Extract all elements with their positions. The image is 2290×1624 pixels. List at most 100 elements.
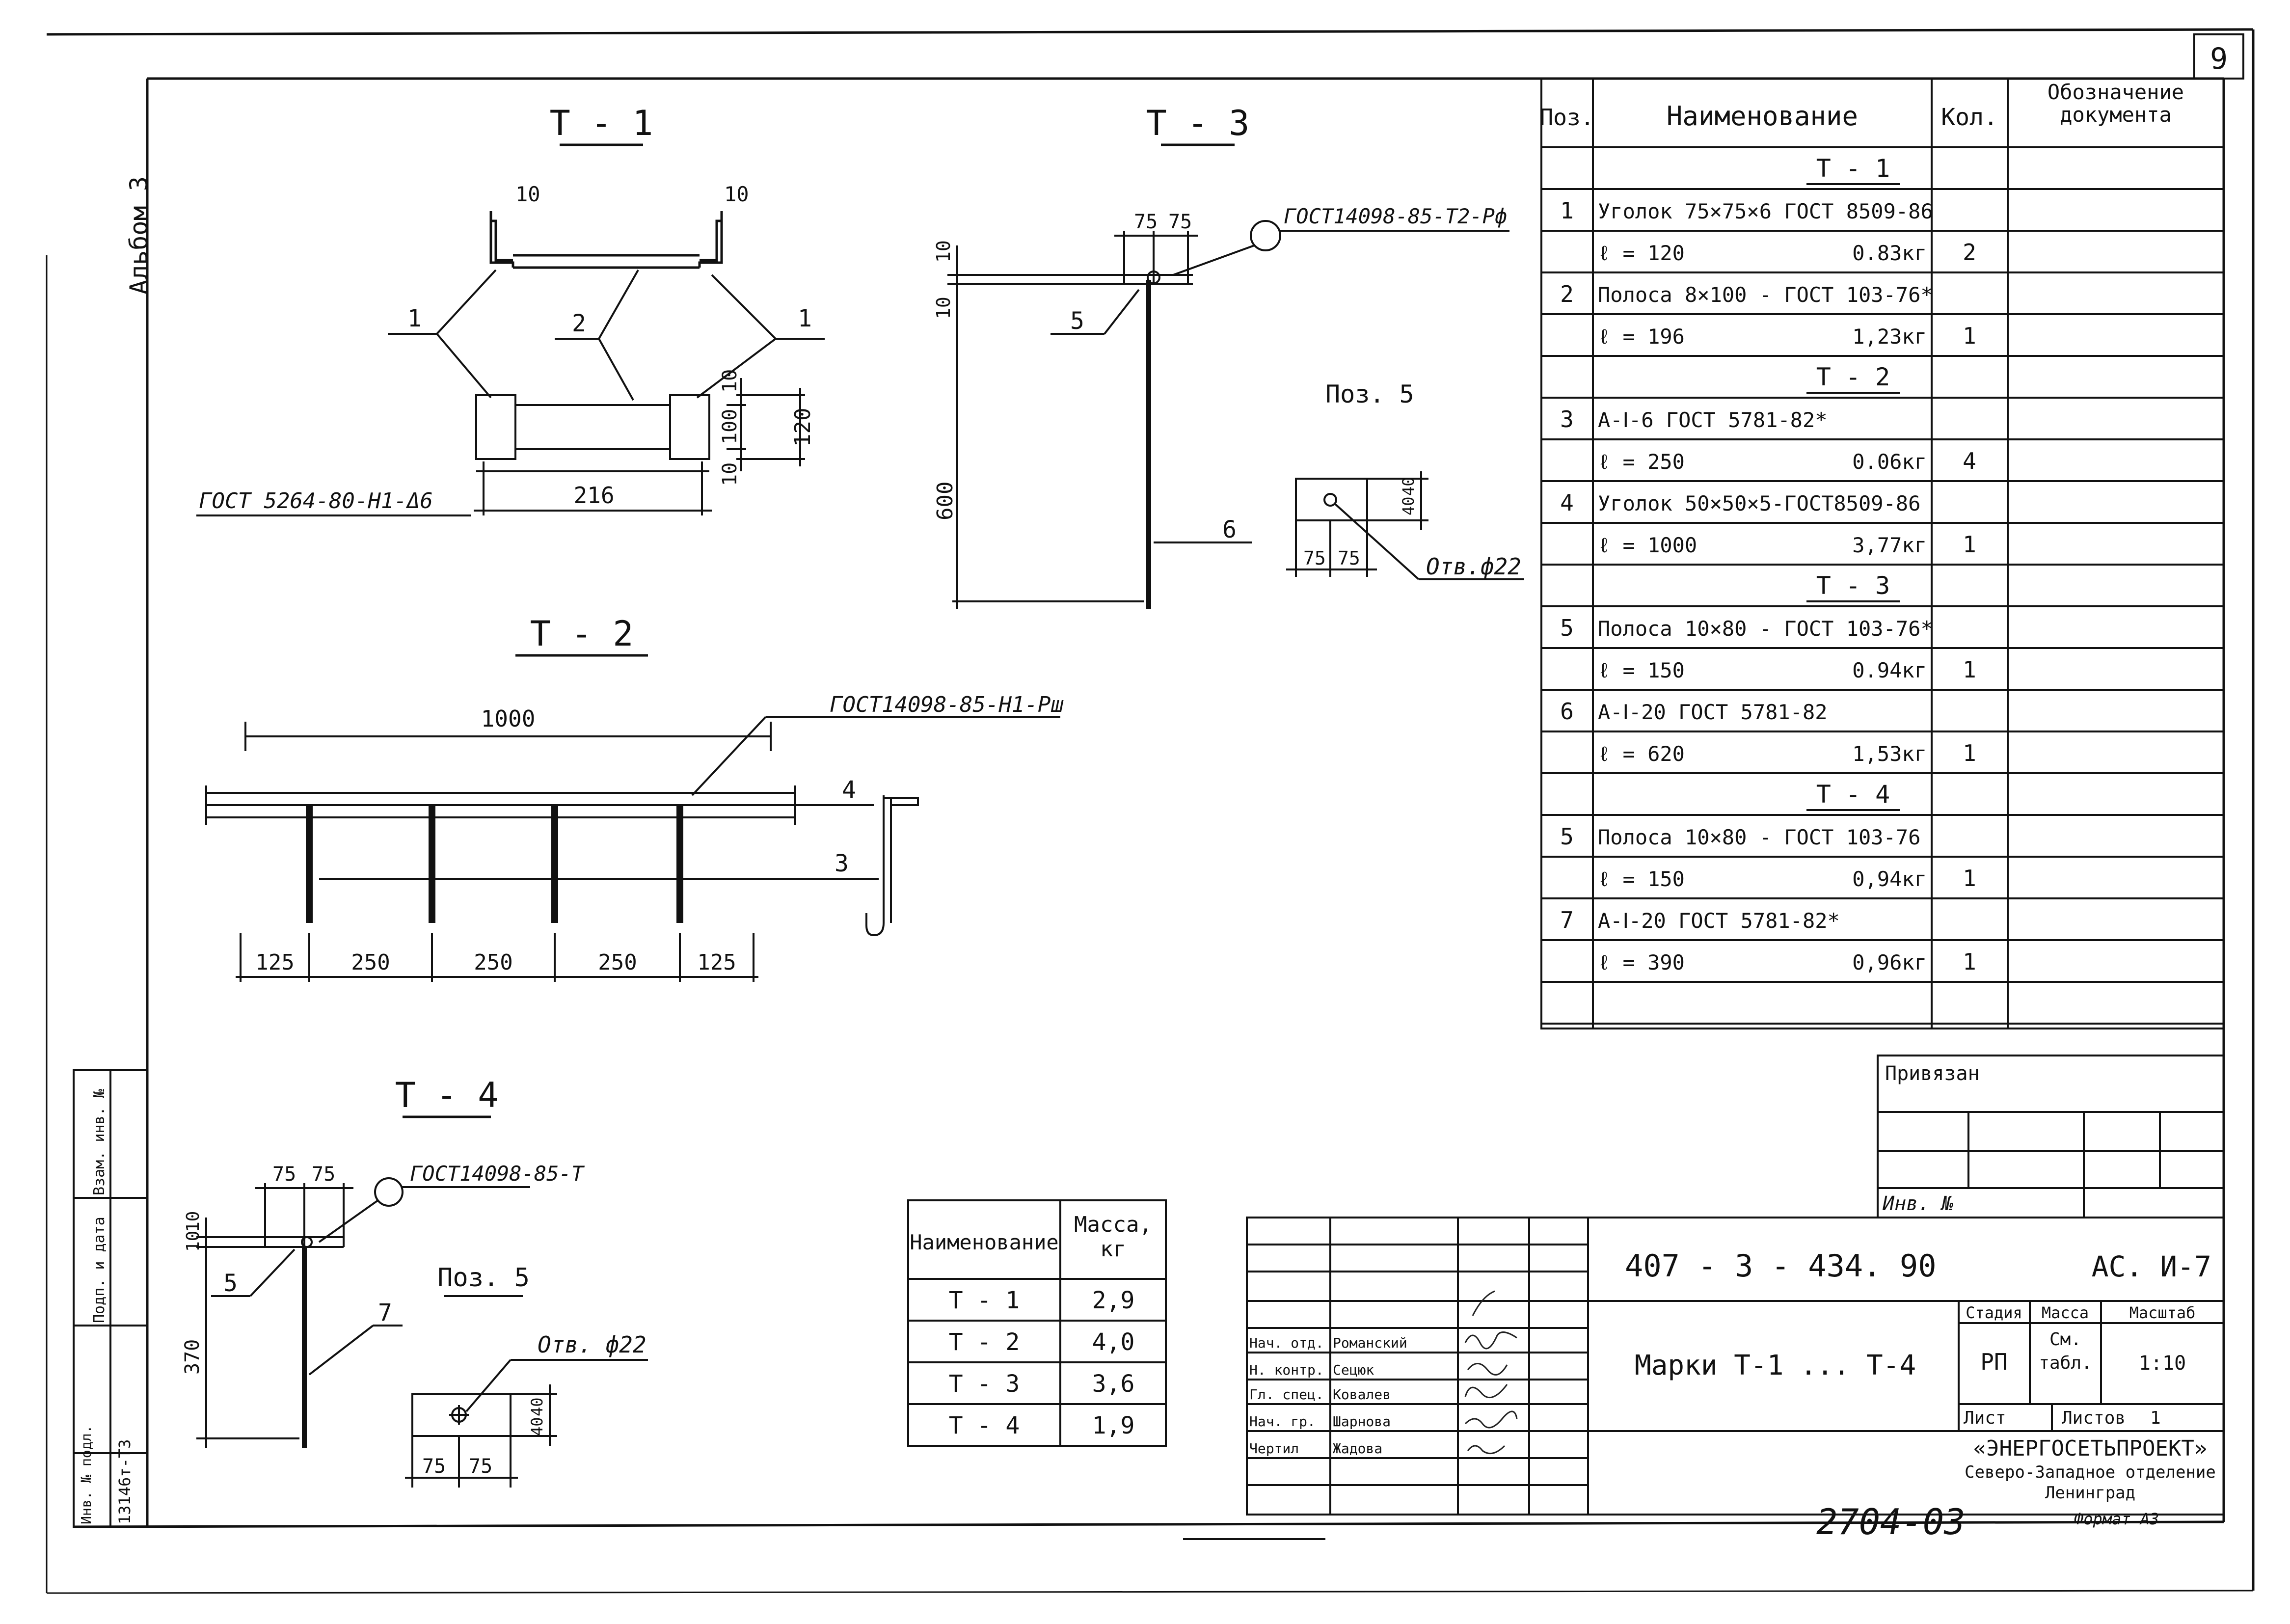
binding-block: Привязан Инв. № <box>1877 1055 2225 1218</box>
spec-row-name: ℓ = 250 <box>1598 450 1685 474</box>
spec-row-name: ℓ = 1000 <box>1598 533 1697 557</box>
binding-title: Привязан <box>1885 1062 1980 1085</box>
spec-row-qty: 1 <box>1963 531 1976 558</box>
spec-table: Т - 1 1 Уголок 75×75×6 ГОСТ 8509-86 ℓ = 120… <box>1540 78 2225 1029</box>
t1-dim-120: 120 <box>790 408 815 447</box>
t3-pos-5: 5 <box>1070 307 1084 335</box>
t4-pos5-dim-75b: 75 <box>469 1455 492 1478</box>
spec-row-mass: 0,96кг <box>1852 950 1927 974</box>
mass-header-mass-wrap: Масса, кг <box>1074 1213 1152 1262</box>
spec-row-name: А-Ⅰ-20 ГОСТ 5781-82* <box>1598 909 1840 933</box>
spec-row-qty: 1 <box>1963 865 1976 892</box>
mass-row-value: 4,0 <box>1092 1328 1135 1356</box>
spec-row-pos: 5 <box>1560 823 1574 850</box>
t2-pos-3: 3 <box>835 850 849 877</box>
t3-dim-600: 600 <box>933 482 958 520</box>
mass-label: Масса <box>2042 1303 2089 1322</box>
t3-dim-10b: 10 <box>933 297 954 319</box>
spec-row-name: Уголок 75×75×6 ГОСТ 8509-86 <box>1598 199 1933 223</box>
spec-header-doc: Обозначение документа <box>2047 81 2184 127</box>
spec-row-mass: 1,23кг <box>1852 325 1927 349</box>
spec-header-qty: Кол. <box>1941 104 1998 131</box>
spec-row-name: Полоса 8×100 - ГОСТ 103-76* <box>1598 283 1933 307</box>
sheets-value: 1 <box>2150 1408 2161 1428</box>
spec-row-name: Уголок 50×50×5-ГОСТ8509-86 <box>1598 491 1920 515</box>
t1-dim-10-left: 10 <box>515 182 540 206</box>
t3-weld-note: ГОСТ14098-85-Т2-Рф <box>1284 204 1507 228</box>
side-stamp-vzam-inv: Взам. инв. № <box>91 1089 108 1195</box>
spec-row-pos: 2 <box>1560 281 1574 307</box>
t4-pos5-plate <box>405 1359 648 1488</box>
t2-spacing-250-1: 250 <box>351 950 390 975</box>
t1-leaders <box>196 269 825 516</box>
sheet-number-box: 9 <box>2193 33 2244 80</box>
t2-spacing-125-right: 125 <box>697 950 736 975</box>
t2-pos-4: 4 <box>842 776 856 804</box>
t1-dim-10-right: 10 <box>724 182 749 206</box>
spec-row-name: ℓ = 196 <box>1598 325 1685 349</box>
t3-pos5-plate <box>1286 471 1524 580</box>
t4-pos-7: 7 <box>378 1299 392 1326</box>
spec-section-title: Т - 1 <box>1816 154 1890 183</box>
spec-row-mass: 1,53кг <box>1852 742 1927 766</box>
sheet-label: Лист <box>1964 1408 2006 1428</box>
spec-section-title: Т - 3 <box>1816 571 1890 600</box>
t1-title: Т - 1 <box>550 103 653 143</box>
t1-dim-216: 216 <box>573 482 614 509</box>
mass-value-wrap: См. табл. <box>2039 1329 2092 1373</box>
drawing-title: Марки Т-1 ... Т-4 <box>1635 1350 1916 1381</box>
title-block: 407 - 3 - 434. 90 АС. И-7 Марки Т-1 ... … <box>1246 1217 2225 1516</box>
role-label: Нач. гр. <box>1249 1413 1316 1430</box>
mass-header-mass: Масса, кг <box>1074 1213 1152 1262</box>
sheets-label: Листов <box>2062 1408 2126 1428</box>
album-label: Альбом 3 <box>125 176 153 295</box>
t4-dim-75a: 75 <box>272 1163 296 1186</box>
mass-row-name: Т - 2 <box>949 1328 1020 1356</box>
spec-row-mass: 0.83кг <box>1852 241 1927 265</box>
t1-pos-1-left: 1 <box>407 305 422 332</box>
t3-pos5-dim-75a: 75 <box>1303 547 1326 569</box>
side-stamp-inv-podl: Инв. № подл. <box>78 1425 94 1524</box>
t1-dim-10-b: 10 <box>719 462 741 486</box>
spec-row-name: ℓ = 120 <box>1598 241 1685 265</box>
spec-row-mass: 0.94кг <box>1852 658 1927 682</box>
spec-row-name: ℓ = 390 <box>1598 950 1685 974</box>
spec-header-pos: Поз. <box>1540 104 1594 131</box>
t1-pos-2: 2 <box>572 310 586 337</box>
t1-pos-1-right: 1 <box>798 305 812 332</box>
t4-pos-5: 5 <box>223 1270 238 1297</box>
t1-base-plate <box>474 378 805 515</box>
document-code: 407 - 3 - 434. 90 <box>1625 1248 1937 1284</box>
t1-dim-100: 100 <box>719 409 741 444</box>
spec-row-pos: 6 <box>1560 698 1574 725</box>
spec-section-title: Т - 4 <box>1816 780 1890 809</box>
drawing-t1: Т - 1 10 10 <box>196 103 825 516</box>
role-name: Сецюк <box>1333 1362 1374 1378</box>
mass-row-value: 3,6 <box>1092 1370 1135 1398</box>
spec-row-name: Полоса 10×80 - ГОСТ 103-76 <box>1598 825 1920 849</box>
spec-table-rows: Т - 1 1 Уголок 75×75×6 ГОСТ 8509-86 ℓ = 120… <box>1541 154 2224 1025</box>
drawing-t2: Т - 2 <box>205 614 1064 982</box>
t3-title: Т - 3 <box>1146 103 1250 143</box>
spec-row-qty: 4 <box>1963 448 1976 474</box>
spec-row-pos: 3 <box>1560 406 1574 433</box>
mass-row-value: 1,9 <box>1092 1412 1135 1439</box>
spec-row-mass: 0.06кг <box>1852 450 1927 474</box>
spec-row-name: ℓ = 620 <box>1598 742 1685 766</box>
spec-row-name: ℓ = 150 <box>1598 867 1685 891</box>
mass-row-name: Т - 4 <box>949 1412 1020 1439</box>
mass-row-name: Т - 1 <box>949 1287 1020 1314</box>
spec-row-qty: 1 <box>1963 948 1976 975</box>
role-label: Чертил <box>1249 1440 1299 1457</box>
t2-title: Т - 2 <box>530 614 634 654</box>
t4-dim-75b: 75 <box>312 1163 335 1186</box>
t3-dim-10a: 10 <box>933 240 954 263</box>
t3-dim-75a: 75 <box>1134 211 1158 233</box>
spec-table-grid <box>1540 78 2225 1029</box>
mass-table-grid <box>907 1199 1167 1447</box>
t4-title: Т - 4 <box>395 1075 499 1115</box>
side-stamp: Взам. инв. № Подп. и дата Инв. № подл. 1… <box>73 1069 148 1528</box>
role-label: Н. контр. <box>1249 1362 1324 1378</box>
side-stamp-code: 13146т-Т3 <box>115 1439 134 1524</box>
